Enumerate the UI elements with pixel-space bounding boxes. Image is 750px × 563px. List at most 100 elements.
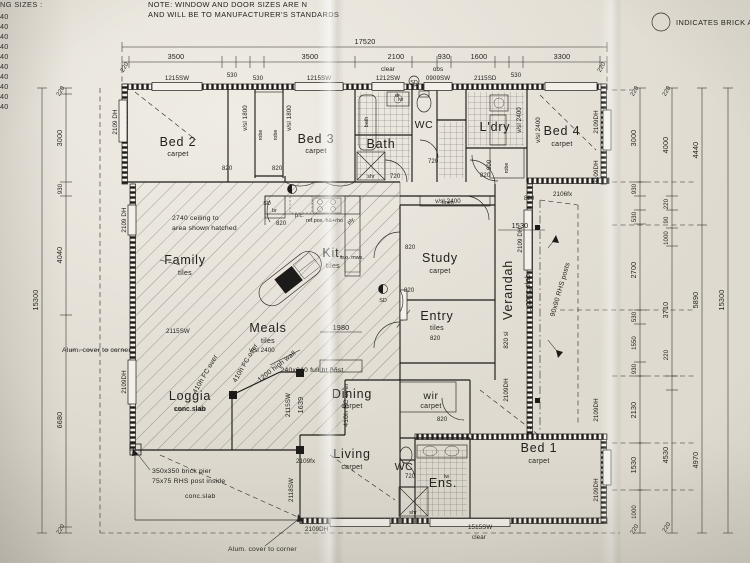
note-fc-over-2: 410h FC over: [343, 383, 350, 427]
svg-text:930: 930: [438, 52, 451, 61]
svg-text:17520: 17520: [355, 37, 376, 46]
svg-text:2700: 2700: [629, 262, 638, 279]
svg-text:v/sl 1800: v/sl 1800: [286, 105, 293, 131]
dimension-chain-right-4: 15300: [717, 87, 733, 534]
svg-text:2109DH: 2109DH: [593, 478, 600, 501]
svg-text:bath: bath: [364, 117, 370, 128]
svg-text:carpet: carpet: [429, 268, 450, 275]
svg-text:2109 DH: 2109 DH: [517, 227, 524, 252]
top-note-1: NOTE: WINDOW AND DOOR SIZES ARE N: [148, 0, 307, 9]
note-brick-pier-2: 75x75 RHS post inside: [152, 478, 225, 485]
svg-text:4530: 4530: [661, 447, 670, 464]
svg-text:conc.slab: conc.slab: [529, 289, 535, 312]
svg-text:530: 530: [227, 73, 238, 79]
svg-text:4000: 4000: [661, 137, 670, 154]
svg-text:220: 220: [662, 85, 673, 97]
svg-text:1600: 1600: [471, 52, 488, 61]
dimension-chain-left: 15300 220 3000 930 4040 6680 220: [31, 85, 72, 535]
svg-text:SD: SD: [379, 298, 387, 304]
svg-text:tiles: tiles: [178, 270, 192, 277]
svg-text:ply.: ply.: [346, 216, 356, 226]
note-conc-slab-pier: conc.slab: [185, 493, 216, 500]
svg-text:4440: 4440: [691, 142, 700, 159]
note-rhs-posts: 90x90 RHS posts: [549, 261, 571, 317]
svg-text:carpet: carpet: [551, 141, 572, 148]
svg-text:820: 820: [524, 196, 535, 202]
svg-text:tiles: tiles: [326, 263, 340, 270]
svg-text:1550: 1550: [632, 336, 638, 350]
svg-text:2109DH: 2109DH: [593, 398, 600, 421]
svg-text:carpet: carpet: [305, 148, 326, 155]
svg-text:clear: clear: [472, 534, 486, 541]
svg-text:820: 820: [272, 166, 283, 172]
svg-text:40: 40: [0, 102, 8, 111]
svg-text:1530: 1530: [629, 457, 638, 474]
svg-text:15300: 15300: [717, 290, 726, 311]
room-label-bed3: Bed 3 carpet: [298, 132, 334, 155]
svg-text:40: 40: [0, 62, 8, 71]
svg-text:220: 220: [597, 61, 608, 73]
svg-text:220: 220: [664, 349, 670, 360]
svg-text:2109DH: 2109DH: [121, 370, 128, 393]
room-label-bed1: Bed 1 carpet: [521, 441, 557, 465]
svg-text:820 sl: 820 sl: [503, 331, 510, 348]
note-ceiling-2: area shown hatched: [172, 225, 237, 232]
smoke-detector-symbols: SD SD SD dr lw lw: [263, 75, 449, 480]
svg-text:Kit.: Kit.: [322, 246, 343, 260]
svg-text:40: 40: [0, 52, 8, 61]
room-label-meals: Meals tiles: [249, 321, 286, 345]
room-label-ens: Ens.: [429, 476, 457, 490]
dimension-chain-right-1: 220 3000 930 530 2700 530 1550 930 2130 …: [629, 85, 646, 535]
svg-text:v/sl 2400: v/sl 2400: [516, 107, 523, 133]
svg-text:Family: Family: [164, 253, 206, 267]
note-ceiling-1: 2740 ceiling to: [172, 215, 219, 222]
svg-text:1215SW: 1215SW: [165, 75, 189, 82]
svg-text:220: 220: [120, 61, 131, 73]
svg-text:1980: 1980: [333, 323, 350, 332]
svg-text:820: 820: [430, 336, 441, 342]
svg-text:Bed 2: Bed 2: [160, 135, 197, 149]
svg-text:v/sl 2400: v/sl 2400: [249, 347, 275, 354]
svg-text:shr: shr: [367, 174, 375, 180]
svg-text:2109 DH: 2109 DH: [121, 207, 128, 232]
svg-text:robe: robe: [258, 130, 264, 141]
svg-text:4040: 4040: [55, 247, 64, 264]
svg-text:530: 530: [632, 311, 638, 322]
svg-text:0909SW: 0909SW: [426, 75, 450, 82]
room-label-bed4: Bed 4 carpet: [544, 124, 580, 148]
note-full-ht-post: 240x240 full ht post: [281, 367, 344, 374]
svg-text:3500: 3500: [302, 52, 319, 61]
svg-text:1212SW: 1212SW: [376, 75, 400, 82]
svg-text:1000: 1000: [664, 231, 670, 245]
svg-text:ref.pos. h&+rho: ref.pos. h&+rho: [306, 218, 343, 224]
svg-text:40: 40: [0, 22, 8, 31]
room-label-bath: Bath: [367, 137, 396, 151]
svg-text:5890: 5890: [691, 292, 700, 309]
svg-text:3000: 3000: [629, 130, 638, 147]
svg-text:1515SW: 1515SW: [468, 524, 492, 531]
svg-text:220: 220: [630, 85, 641, 97]
svg-text:tiles: tiles: [430, 325, 444, 332]
top-note-2: AND WILL BE TO MANUFACTURER'S STANDARDS: [148, 10, 339, 19]
svg-text:720: 720: [428, 159, 439, 165]
svg-text:40: 40: [0, 82, 8, 91]
sheet-title-fragment: NG SIZES :: [0, 0, 43, 9]
svg-text:820: 820: [437, 417, 448, 423]
svg-text:820: 820: [222, 166, 233, 172]
svg-text:2109DH: 2109DH: [305, 526, 328, 533]
svg-text:conc.slab: conc.slab: [174, 406, 206, 413]
svg-text:820: 820: [405, 245, 416, 251]
svg-text:220: 220: [664, 198, 670, 209]
svg-text:720: 720: [390, 174, 401, 180]
plumbing-fixtures: bath shr shr: [356, 90, 509, 517]
svg-text:robe: robe: [504, 163, 510, 174]
window-openings: [118, 82, 612, 527]
svg-text:carpet: carpet: [420, 403, 441, 410]
svg-text:15300: 15300: [31, 290, 40, 311]
svg-text:tiles: tiles: [261, 338, 275, 345]
svg-text:90: 90: [664, 216, 670, 223]
svg-text:1215SW: 1215SW: [307, 75, 331, 82]
svg-text:1530: 1530: [512, 221, 529, 230]
legend-text: INDICATES BRICK ARTIC: [676, 18, 750, 27]
